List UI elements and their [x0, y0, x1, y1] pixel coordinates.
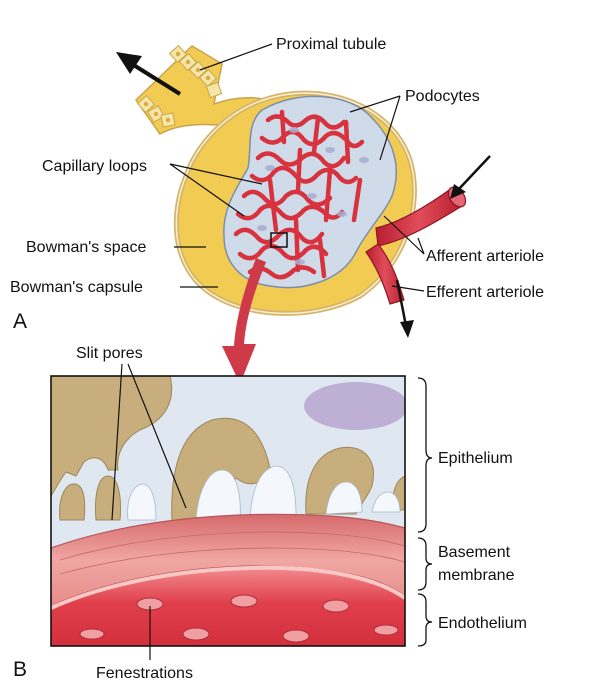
label-endothelium: Endothelium: [438, 615, 527, 632]
layer-brackets: [417, 377, 433, 647]
label-epithelium: Epithelium: [438, 450, 513, 467]
glomerular-tuft: [223, 95, 397, 289]
label-efferent-arteriole: Efferent arteriole: [426, 284, 544, 301]
flow-arrows: [116, 52, 491, 338]
magnified-region-box: [270, 232, 288, 248]
label-afferent-arteriole: Afferent arteriole: [426, 248, 544, 265]
panel-label-b: B: [13, 658, 27, 681]
label-basement: Basement: [438, 544, 511, 561]
label-fenestrations: Fenestrations: [96, 665, 193, 682]
label-proximal-tubule: Proximal tubule: [276, 36, 386, 53]
panel-b-frame: [50, 375, 406, 647]
label-bowmans-space: Bowman's space: [26, 239, 147, 256]
label-capillary-loops: Capillary loops: [42, 158, 147, 175]
panel-a: Proximal tubule Podocytes Capillary loop…: [10, 36, 544, 384]
label-membrane: membrane: [438, 567, 515, 584]
leader-lines-a: [169, 43, 425, 292]
magnification-arrow: [222, 258, 266, 384]
panel-b: Slit pores Epithelium Basement membrane …: [13, 345, 527, 682]
leader-lines-b: [111, 363, 187, 660]
panel-label-a: A: [13, 310, 27, 333]
magnified-filtration-barrier: [51, 376, 405, 646]
label-bowmans-capsule: Bowman's capsule: [10, 279, 143, 296]
label-slit-pores: Slit pores: [76, 345, 143, 362]
label-podocytes: Podocytes: [405, 88, 480, 105]
